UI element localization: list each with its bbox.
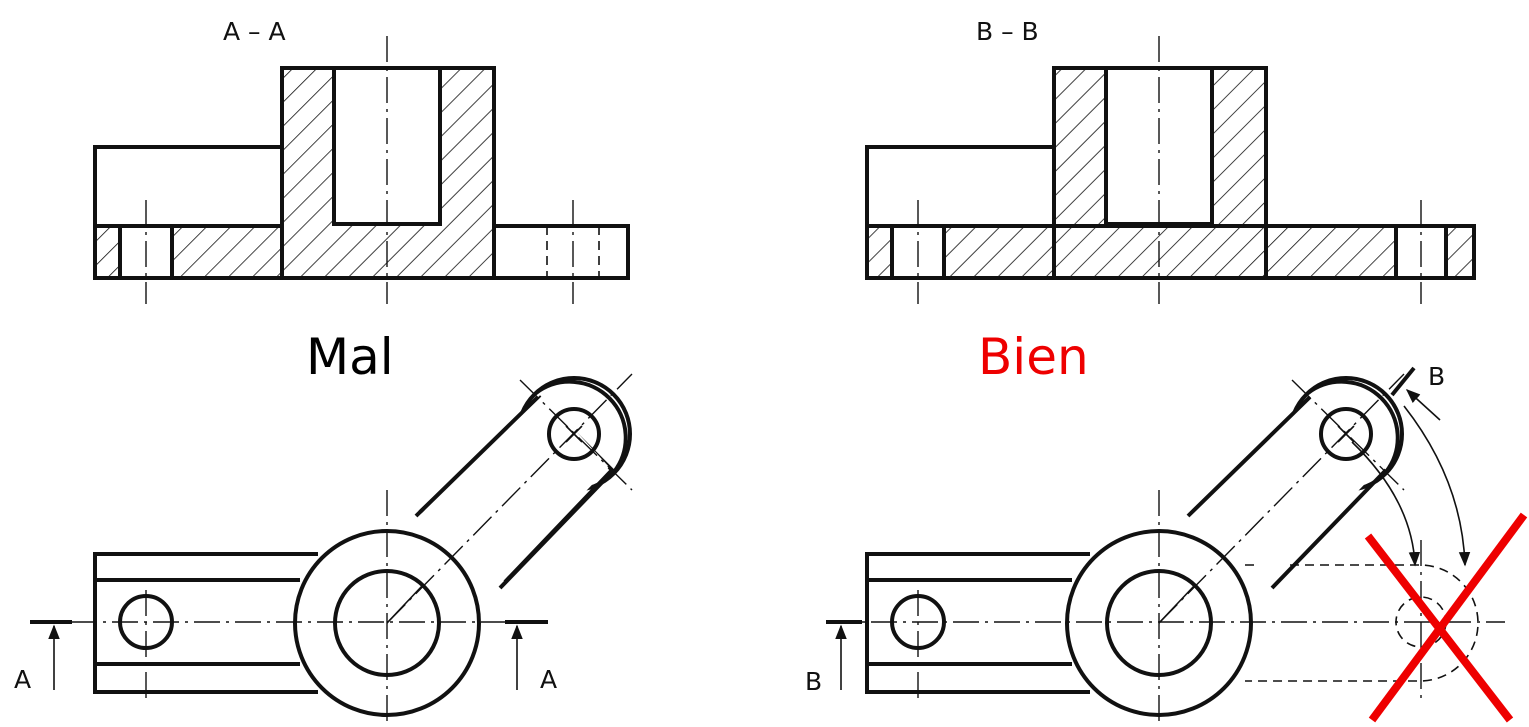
arm-edge-lower [1270,468,1388,590]
arm-end-hole [547,407,601,461]
verdict-mal: Mal [306,328,394,386]
arm-hole-cross-center [1291,379,1405,491]
arm-edge-upper [414,395,540,518]
section-label-a-a: A – A [223,17,286,46]
hatch-boss-left-wall [1054,68,1106,278]
red-cross-stroke-2 [1368,512,1528,723]
arm-cover [1195,395,1381,579]
boss-bore [1104,66,1214,226]
upper-left-block [93,145,284,228]
plan-view-right: B B [805,362,1528,727]
diagonal-center-line [1158,373,1405,624]
cut-letter-left: A [14,665,31,694]
rotation-arc-inner [1351,441,1421,567]
arm-hole-cross-center [519,379,633,491]
plan-view-left: A A [14,373,633,727]
cut-plane-mark-end [1390,366,1416,397]
arm-end-arc [1306,379,1400,474]
verdict-bien: Bien [978,328,1089,386]
base-plate-right-unsectioned [492,224,630,280]
view-arrow-end [1405,389,1441,421]
hatch-left-hole-wall [95,226,120,278]
section-label-b-b: B – B [976,17,1039,46]
hatch-left-hole-wall [867,226,892,278]
rotated-arm-hidden [1245,564,1479,682]
cut-letter-end: B [1428,362,1445,391]
arm-cover [423,395,609,579]
diagonal-center-line [386,373,633,624]
arm-end-arc [534,379,628,474]
arm-edge-upper [1186,395,1312,518]
arm-edge-lower [498,468,616,590]
hatch-boss-left-wall [282,68,334,278]
straight-arm-outline [93,552,318,694]
cut-letter-start: B [805,667,822,696]
upper-left-block [865,145,1056,228]
straight-arm-outline [865,552,1090,694]
rotation-arc-outer [1403,405,1471,567]
hatch-boss-right-wall [1212,68,1266,278]
arm-end-hole [1319,407,1373,461]
hatch-base-middle [944,226,1054,278]
hatch-right-hole-wall [1446,226,1474,278]
hatch-base-right [1266,226,1396,278]
section-view-a-a: A – A [93,17,630,304]
cut-letter-right: A [540,665,557,694]
hatch-boss-right-wall [440,68,494,278]
hatch-base-middle [172,226,282,278]
section-view-b-b: B – B [865,17,1476,304]
